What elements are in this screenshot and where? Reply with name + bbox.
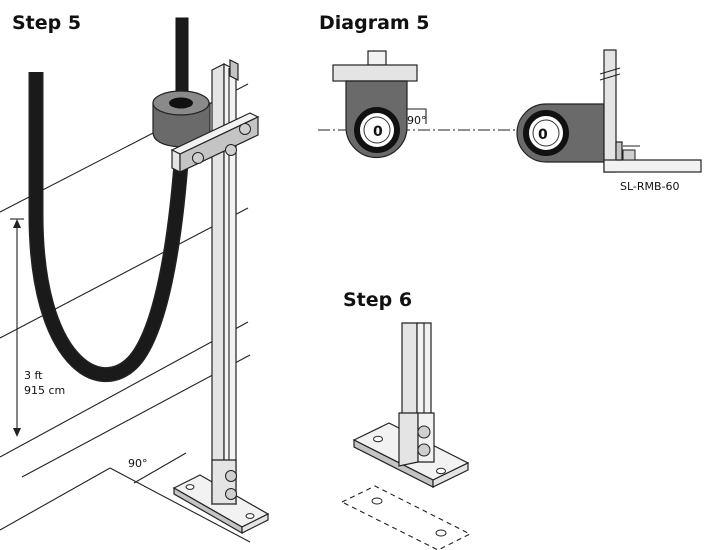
floor-footprint (340, 485, 472, 550)
step6-illustration: Step 6 (340, 289, 472, 550)
step6-base-hole-icon (373, 435, 383, 443)
part-number-label: SL-RMB-60 (620, 180, 680, 193)
step6-bolt-icon (417, 425, 431, 439)
clamp-side-view: 0 SL-RMB-60 (516, 49, 702, 193)
step6-heading: Step 6 (343, 289, 412, 311)
step6-bolt-icon (417, 443, 431, 457)
bracket-bolt-icon (225, 144, 237, 156)
post-bolt-icon (225, 470, 237, 482)
bracket-bolt-icon (192, 152, 204, 164)
step5-heading: Step 5 (12, 12, 81, 34)
bracket-bolt-icon (239, 123, 251, 135)
clamp-front-view: 0 90° (332, 50, 427, 159)
base-hole-icon (185, 484, 195, 490)
step5-illustration: Step 5 3 ft 915 cm 90° (0, 12, 270, 543)
base-hole-icon (245, 513, 255, 519)
floor-angle-label: 90° (128, 457, 148, 470)
height-dimension: 3 ft 915 cm (10, 218, 65, 437)
detail-angle-label: 90° (407, 114, 427, 127)
svg-text:0: 0 (373, 124, 383, 140)
step6-base-hole-icon (436, 467, 446, 475)
step6-post (398, 322, 435, 467)
post-bolt-icon (225, 488, 237, 500)
svg-text:0: 0 (538, 127, 548, 143)
height-feet-label: 3 ft (24, 369, 43, 382)
diagram5-heading: Diagram 5 (319, 12, 430, 34)
mounting-bracket (170, 112, 260, 173)
height-cm-label: 915 cm (24, 384, 65, 397)
diagram5-illustration: Diagram 5 0 90° 0 SL-RMB-6 (318, 12, 702, 193)
vertical-post (211, 59, 239, 505)
